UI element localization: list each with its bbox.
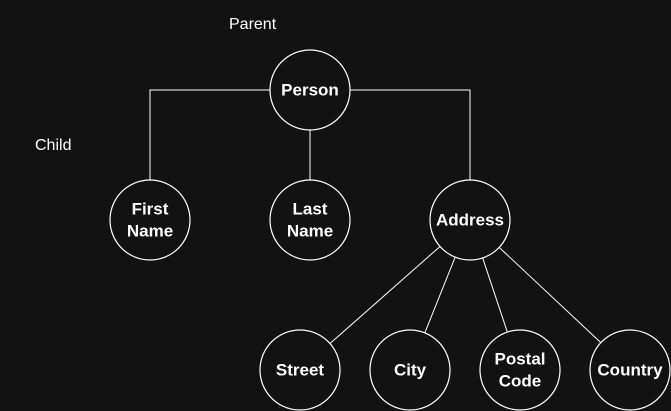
node-first-name-label: Name	[127, 222, 173, 241]
node-last-name-label: Last	[293, 200, 328, 219]
node-address-circle	[429, 179, 511, 261]
node-country-circle	[589, 329, 671, 411]
edge-person-first-name	[149, 89, 270, 180]
node-street-label: Street	[276, 361, 325, 380]
node-country: Country	[589, 329, 671, 411]
parent-level-label: Parent	[229, 16, 277, 33]
node-address: Address	[429, 179, 511, 261]
child-level-label: Child	[35, 137, 72, 154]
edge-address-street	[329, 246, 441, 344]
node-person-circle	[269, 49, 351, 131]
node-postal-code-label: Code	[499, 372, 542, 391]
node-last-name-label: Name	[287, 222, 333, 241]
node-person-label: Person	[281, 81, 339, 100]
node-city: City	[369, 329, 451, 411]
node-first-name-circle	[109, 179, 191, 261]
edge-address-country	[498, 246, 602, 344]
node-city-circle	[369, 329, 451, 411]
node-postal-code-label: Postal	[494, 350, 545, 369]
node-first-name-label: First	[132, 200, 169, 219]
edge-address-postal-code	[482, 257, 508, 333]
node-street-circle	[259, 329, 341, 411]
node-country-label: Country	[597, 361, 663, 380]
edges-layer	[149, 89, 602, 344]
node-city-label: City	[394, 361, 427, 380]
node-person: Person	[269, 49, 351, 131]
node-postal-code-circle	[479, 329, 561, 411]
node-last-name-circle	[269, 179, 351, 261]
edge-person-address	[350, 89, 471, 180]
node-street: Street	[259, 329, 341, 411]
node-address-label: Address	[436, 211, 504, 230]
edge-address-city	[424, 256, 456, 334]
